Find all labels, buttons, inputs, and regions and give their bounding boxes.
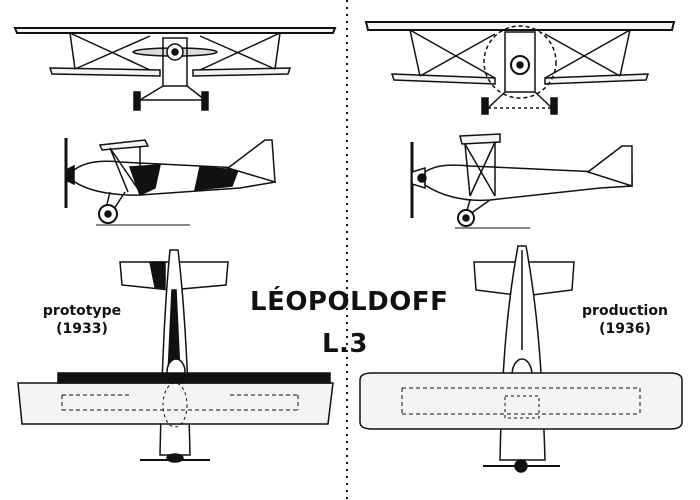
prototype-plan-view — [17, 249, 334, 463]
production-side-view — [410, 133, 633, 229]
production-plan-wing — [359, 372, 683, 430]
prototype-label: prototype (1933) — [42, 302, 122, 338]
aircraft-model: L.3 — [321, 329, 369, 359]
production-name: production — [582, 303, 668, 319]
production-fin — [586, 145, 633, 188]
production-propeller-disc — [483, 25, 557, 99]
prototype-wheel-left — [133, 91, 141, 111]
aircraft-name: LÉOPOLDOFF — [250, 287, 449, 317]
production-year: (1936) — [599, 321, 651, 337]
prototype-side-view — [64, 138, 277, 226]
production-lower-wing — [390, 73, 650, 85]
prototype-front-view — [13, 27, 337, 111]
prototype-upper-wing — [13, 27, 337, 34]
aircraft-title: LÉOPOLDOFF L.3 — [250, 287, 449, 359]
prototype-wheel-right — [201, 91, 209, 111]
prototype-fin — [226, 139, 276, 184]
production-label: production (1936) — [580, 302, 670, 338]
production-front-view — [364, 21, 676, 115]
prototype-name: prototype — [42, 303, 122, 319]
prototype-plan-wing — [17, 382, 334, 425]
prototype-lower-wing — [48, 67, 292, 77]
prototype-year: (1933) — [56, 321, 108, 337]
production-plan-view — [359, 245, 683, 473]
production-fuselage — [424, 164, 633, 202]
